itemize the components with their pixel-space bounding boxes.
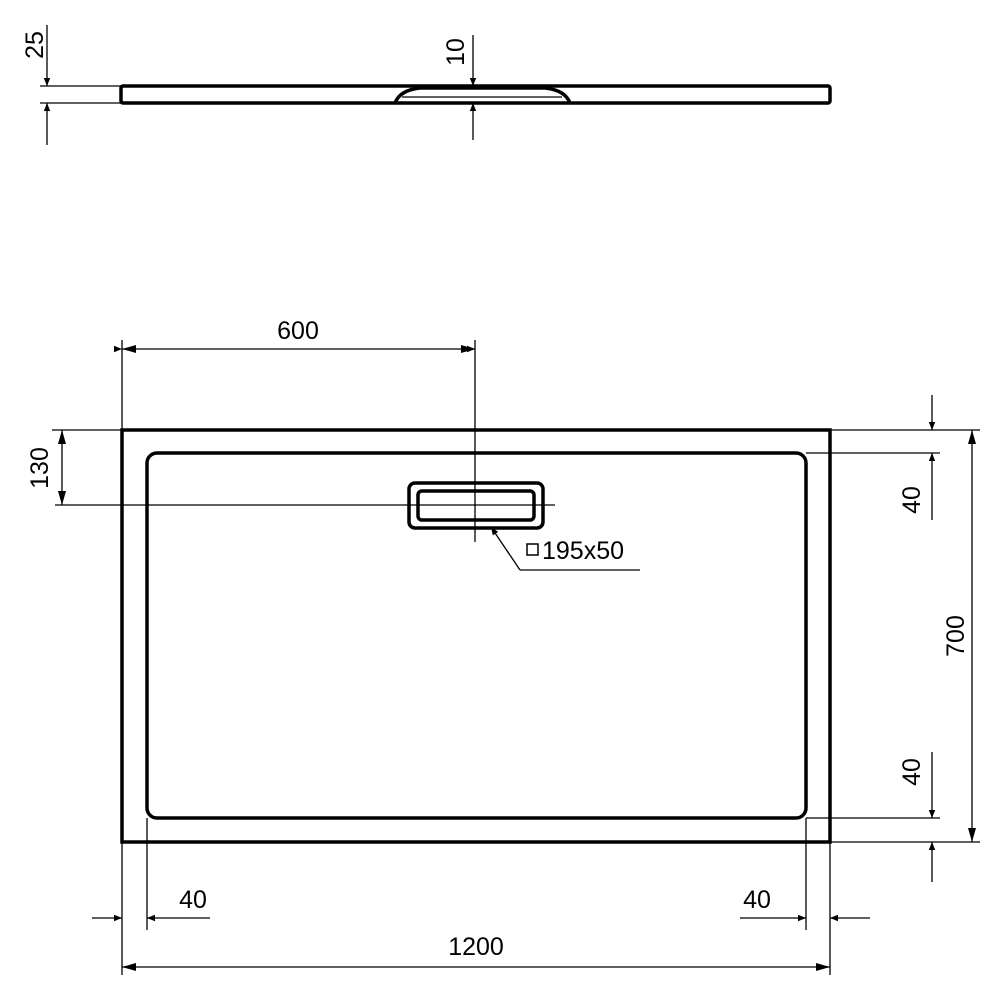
drain-size-label: 195x50 [542,537,624,565]
tray-outer-outline [120,428,832,844]
rim-bottom-label: 40 [898,758,926,786]
depth-label: 700 [942,615,970,657]
width-label: 1200 [448,933,504,961]
drain-offset-y-label: 130 [26,447,54,489]
profile-height-label: 25 [21,31,49,59]
drain-profile [393,86,572,104]
plan-view: 600 130 195x50 700 40 40 40 [26,317,980,975]
rim-left-label: 40 [179,886,207,914]
drain-offset-x-label: 600 [277,317,319,345]
profile-depth-label: 10 [442,38,470,66]
drain-leader [490,526,521,571]
side-profile: 25 10 [21,25,832,145]
square-icon [526,543,539,556]
rim-right-label: 40 [743,886,771,914]
tray-inner-outline [145,451,808,820]
rim-top-label: 40 [898,486,926,514]
